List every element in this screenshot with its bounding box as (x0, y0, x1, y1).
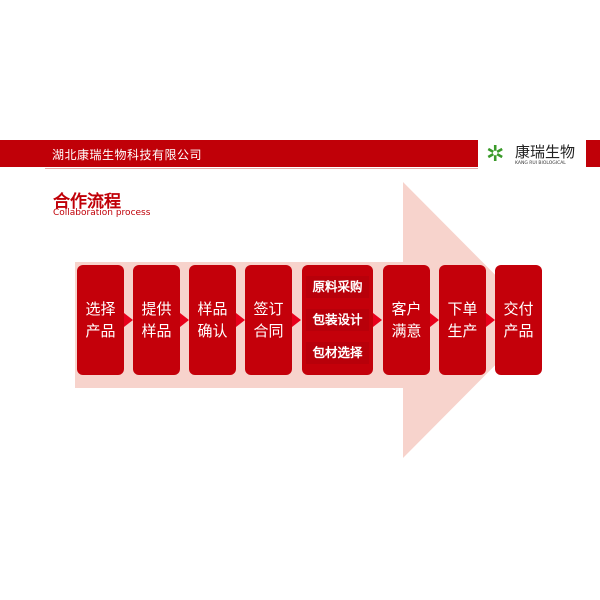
company-name: 湖北康瑞生物科技有限公司 (52, 148, 203, 162)
arrow-icon (486, 313, 495, 327)
step-1: 选择产品 (77, 265, 124, 375)
step-3: 样品确认 (189, 265, 236, 375)
arrow-icon (292, 313, 301, 327)
substep: 原料采购 (306, 276, 369, 299)
step-4: 签订合同 (245, 265, 292, 375)
substep: 包材选择 (306, 341, 369, 364)
arrow-icon (236, 313, 245, 327)
header-band (0, 140, 478, 167)
arrow-icon (430, 313, 439, 327)
step-6: 客户满意 (383, 265, 430, 375)
arrow-icon (124, 313, 133, 327)
arrow-icon (373, 313, 382, 327)
page-subtitle: Collaboration process (53, 208, 151, 218)
step-5: 原料采购 包装设计 包材选择 (302, 265, 373, 375)
logo-icon: ✲ (486, 142, 505, 167)
step-7: 下单生产 (439, 265, 486, 375)
logo-text: 康瑞生物 (515, 143, 576, 161)
header-band-right (586, 140, 600, 167)
divider (45, 168, 478, 169)
arrow-icon (180, 313, 189, 327)
substep: 包装设计 (306, 308, 369, 331)
page-title: 合作流程 (53, 192, 121, 212)
logo: ✲ 康瑞生物 KANG RUI BIOLOGICAL (484, 139, 584, 171)
logo-subtext: KANG RUI BIOLOGICAL (515, 161, 566, 166)
step-2: 提供样品 (133, 265, 180, 375)
step-8: 交付产品 (495, 265, 542, 375)
